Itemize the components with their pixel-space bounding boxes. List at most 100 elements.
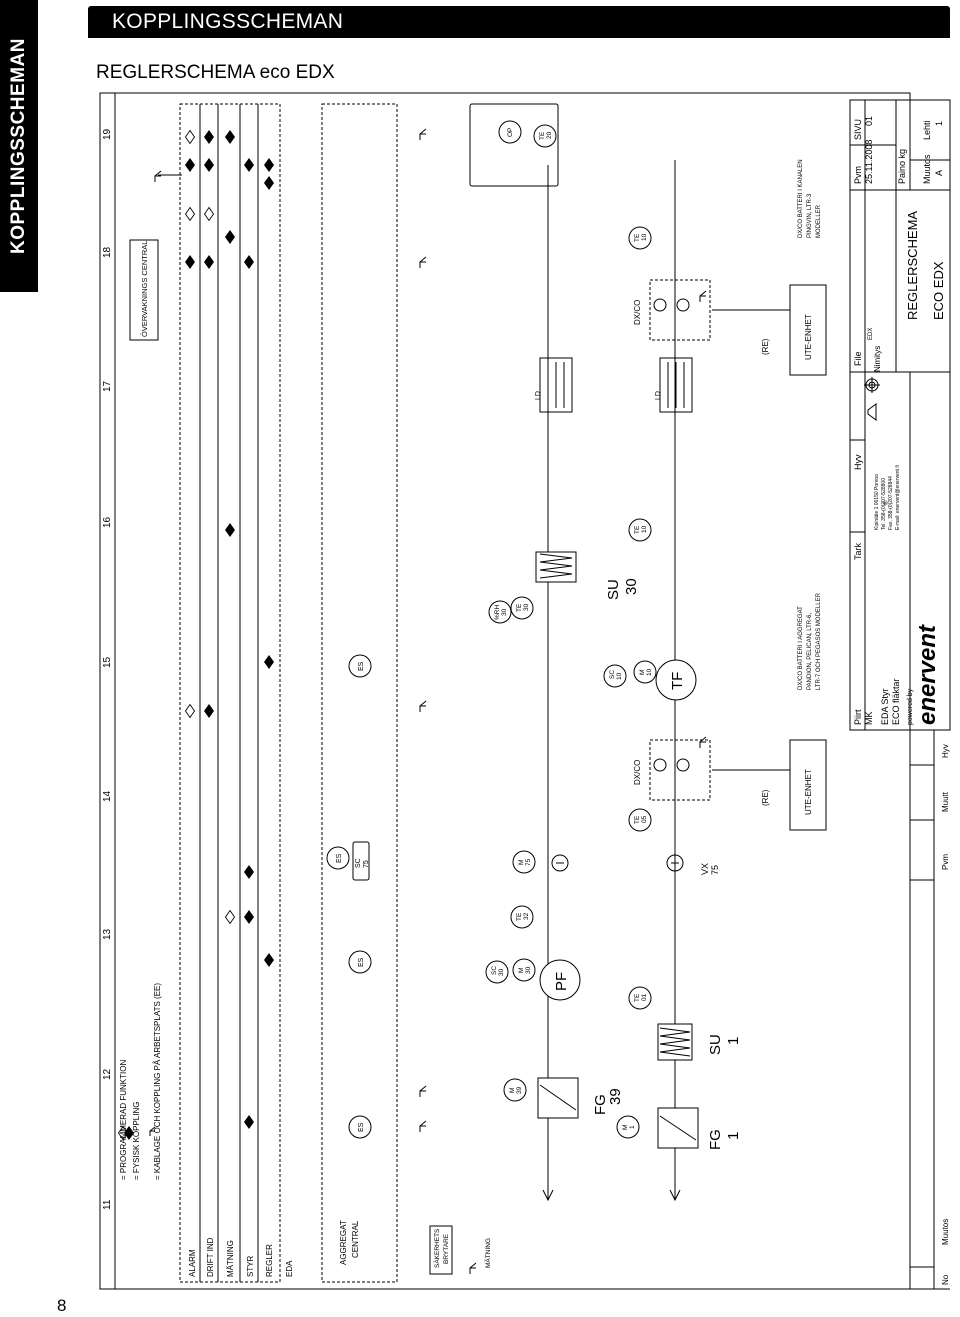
- svg-text:M: M: [518, 968, 525, 973]
- safety-label-1: SÄKERHETS: [433, 1228, 441, 1268]
- supply-fan-pf: [539, 959, 581, 1001]
- es-modules: [326, 654, 372, 1139]
- page-subtitle: REGLERSCHEMA eco EDX: [96, 62, 335, 83]
- row-label-styr: STYR: [246, 1255, 255, 1277]
- tb-paino: Paino kg: [897, 149, 907, 184]
- registered-mark: ®: [883, 500, 890, 505]
- svg-text:01: 01: [641, 993, 648, 1001]
- signal-rows-box: [179, 103, 281, 1283]
- tb-file: File: [853, 351, 863, 366]
- column-17: 17: [102, 380, 113, 392]
- column-numbers: 11 12 13 14 15 16 17 18 19: [102, 128, 113, 1210]
- svg-text:30: 30: [498, 968, 505, 976]
- tb-hyv2: Hyv: [853, 454, 863, 470]
- revision-row-separators: [910, 764, 934, 1268]
- row-label-matning: MÄTNING: [226, 1240, 235, 1277]
- fg1-num: 1: [725, 1132, 742, 1140]
- sc75-box: [352, 841, 370, 881]
- aggregat-label: AGGREGAT: [339, 1220, 348, 1265]
- tb-pvm: Pvm: [941, 854, 950, 870]
- tb-mk: MK: [864, 712, 874, 726]
- safety-label-2: BRYTARE: [443, 1233, 450, 1264]
- note1-line2: PANDION, PELICAN, LTR-6,: [807, 613, 813, 690]
- tb-date: 25.11.2008: [864, 140, 874, 184]
- tb-address-1: Kipinätie 1 06150 Porvoo: [874, 474, 880, 530]
- outdoor-unit-box-1: [789, 739, 827, 831]
- column-15: 15: [102, 656, 113, 668]
- tb-address-4: E-mail: enervent@enervent.fi: [895, 465, 901, 530]
- tb-sivu: SIVU: [853, 119, 863, 140]
- row-label-regler: REGLER: [265, 1244, 274, 1277]
- humidity-sensor: [488, 600, 512, 624]
- column-19: 19: [102, 128, 113, 140]
- signal-markers: [184, 129, 275, 1130]
- svg-text:30: 30: [523, 603, 530, 611]
- heat-exchanger: [551, 854, 684, 872]
- row-label-drift: DRIFT IND: [206, 1237, 215, 1277]
- es-label-4: ES: [358, 661, 365, 671]
- svg-text:32: 32: [523, 912, 530, 920]
- svg-text:TE: TE: [516, 603, 523, 612]
- svg-text:TE: TE: [539, 131, 546, 140]
- dx-link-2: [712, 309, 791, 345]
- column-16: 16: [102, 516, 113, 528]
- svg-text:TE: TE: [634, 233, 641, 242]
- svg-text:M: M: [639, 670, 646, 675]
- tb-lehti: Lehti: [922, 120, 932, 140]
- tb-no: No: [941, 1274, 950, 1285]
- tb-muutos-val: A: [934, 170, 944, 176]
- page-number: 8: [57, 1296, 67, 1315]
- tb-muutos2: Muutos: [922, 154, 932, 184]
- re-label-1: (RE): [761, 789, 770, 806]
- vx-label: VX: [700, 863, 710, 875]
- sc75-label: SC: [355, 858, 362, 868]
- note2-line2: PINGVIN, LTR-3: [807, 193, 813, 238]
- svg-text:20: 20: [546, 131, 553, 139]
- svg-text:10: 10: [616, 672, 623, 680]
- note1-line1: DX/CO BATTERI I AGGREGAT: [798, 606, 804, 690]
- title-block: [849, 99, 951, 731]
- brand-logo: enervent: [914, 624, 941, 725]
- fg39-num: 39: [607, 1088, 624, 1105]
- column-14: 14: [102, 790, 113, 802]
- es-label-1: ES: [358, 1122, 365, 1132]
- column-13: 13: [102, 928, 113, 940]
- svg-text:TE: TE: [634, 815, 641, 824]
- outdoor-box: [469, 103, 559, 187]
- es-label-2: ES: [358, 957, 365, 967]
- re-label-2: (RE): [761, 338, 770, 355]
- tb-muutos: Muutos: [941, 1219, 950, 1245]
- matning-label: MÄTNING: [484, 1238, 492, 1268]
- tb-eco-flaktar: ECO fläktar: [891, 678, 901, 725]
- ld-label-2: LD: [655, 391, 662, 400]
- svg-text:10: 10: [646, 668, 653, 676]
- legend-programmed: = PROGRAMMERAD FUNKTION: [119, 1060, 128, 1180]
- cabling-symbols: [154, 128, 707, 1132]
- exhaust-fan-tf: [655, 659, 697, 701]
- su1-num: 1: [725, 1037, 742, 1045]
- tb-pvm2: Pvm: [853, 166, 863, 184]
- op-label: OP: [507, 128, 514, 137]
- column-11: 11: [102, 1199, 113, 1210]
- tb-lehti-no: 1: [934, 121, 944, 126]
- title-block-lines: [850, 100, 950, 730]
- cabling-symbol-icon: [149, 1126, 156, 1136]
- tf-label: TF: [669, 672, 686, 690]
- svg-text:M: M: [518, 860, 525, 865]
- svg-text:10: 10: [641, 525, 648, 533]
- actuators: [485, 660, 657, 1139]
- svg-text:SC: SC: [491, 966, 498, 975]
- sidebar-tab: KOPPLINGSSCHEMAN: [0, 0, 38, 292]
- tb-edx: EDX: [868, 328, 874, 340]
- svg-text:TE: TE: [516, 912, 523, 921]
- row-label-eda: EDA: [285, 1260, 294, 1277]
- ute-label-1: UTE-ENHET: [804, 769, 813, 815]
- tb-nimitys: Nimitys: [873, 346, 882, 372]
- note2-line1: DX/CO BATTERI I KANALEN: [798, 159, 804, 238]
- svg-text:30: 30: [525, 966, 532, 974]
- dxco-coils: [649, 279, 711, 801]
- su1-label: SU: [707, 1034, 724, 1055]
- tb-eco-edx: ECO EDX: [931, 261, 946, 320]
- svg-text:M: M: [509, 1088, 516, 1093]
